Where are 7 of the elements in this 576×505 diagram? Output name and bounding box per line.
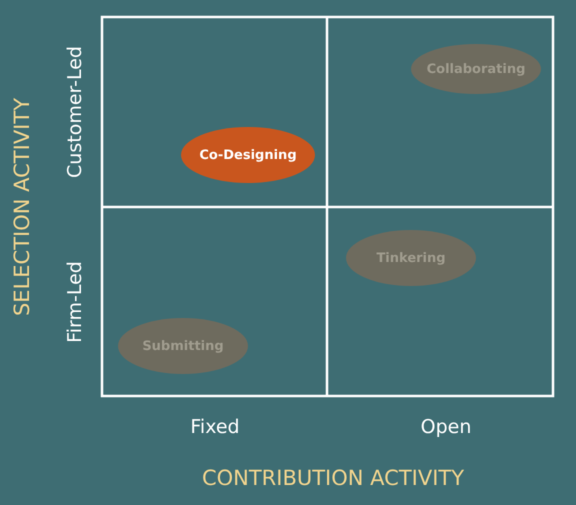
axis-title: SELECTION ACTIVITY — [10, 98, 34, 316]
axis-category-label: Customer-Led — [64, 46, 86, 178]
ellipse-node: Co-Designing — [181, 127, 315, 183]
axis-category-label: Fixed — [190, 416, 240, 438]
axis-title: CONTRIBUTION ACTIVITY — [202, 466, 464, 490]
axis-category-label: Firm-Led — [64, 261, 86, 343]
axis-category-label: Open — [420, 416, 472, 438]
